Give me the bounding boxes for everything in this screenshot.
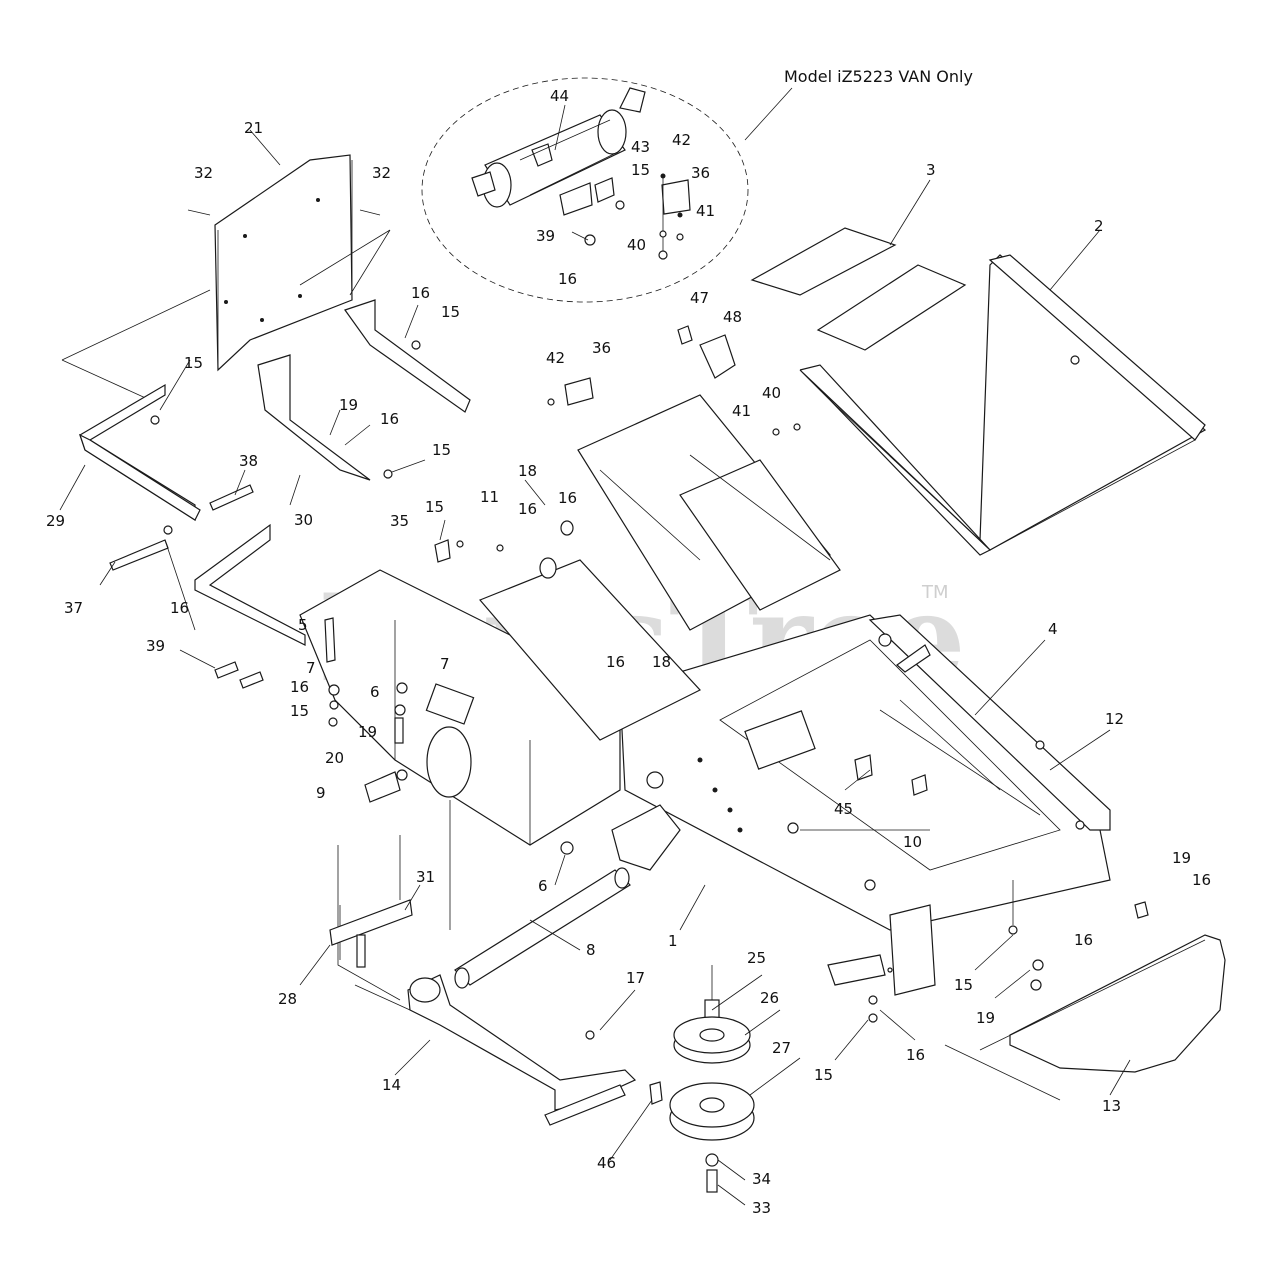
- muffler-part: [471, 87, 646, 208]
- callout-label: 44: [550, 87, 569, 105]
- callout-label: 29: [46, 512, 65, 530]
- callout-label: 6: [538, 877, 548, 895]
- callout-label: 7: [306, 659, 316, 677]
- callout-label: 1: [668, 932, 678, 950]
- pivot-arm-part: [407, 974, 637, 1126]
- callout-label: 19: [358, 723, 377, 741]
- callout-label: 28: [278, 990, 297, 1008]
- callout-label: 42: [546, 349, 565, 367]
- brace-part: [329, 899, 413, 968]
- callout-label: 27: [772, 1039, 791, 1057]
- callout-label: 7: [440, 655, 450, 673]
- callout-label: 16: [1192, 871, 1211, 889]
- callout-label: 18: [652, 653, 671, 671]
- seat-pan-part: [799, 254, 1207, 556]
- callout-label: 5: [298, 616, 308, 634]
- callout-label: 16: [380, 410, 399, 428]
- cover-plate-part: [944, 934, 1226, 1101]
- callout-label: 10: [903, 833, 922, 851]
- callout-label: 3: [926, 161, 936, 179]
- callout-label: 32: [194, 164, 213, 182]
- callout-label: 19: [1172, 849, 1191, 867]
- callout-label: 16: [906, 1046, 925, 1064]
- callout-label: 36: [691, 164, 710, 182]
- callout-label: 45: [834, 800, 853, 818]
- muffler-bracket-parts: [559, 177, 625, 246]
- leader-lines: [59, 104, 1131, 1206]
- callout-label: 41: [732, 402, 751, 420]
- callout-label: 21: [244, 119, 263, 137]
- callout-label: 26: [760, 989, 779, 1007]
- callout-label: 39: [146, 637, 165, 655]
- callout-label: 37: [64, 599, 83, 617]
- inset-note-leader: [744, 87, 793, 141]
- callout-label: 16: [170, 599, 189, 617]
- bracket-right-part: [344, 299, 471, 413]
- callout-label: 38: [239, 452, 258, 470]
- callout-label: 16: [290, 678, 309, 696]
- inset-boundary: [421, 77, 749, 303]
- callout-label: 40: [627, 236, 646, 254]
- callout-label: 25: [747, 949, 766, 967]
- callout-label: 16: [518, 500, 537, 518]
- watermark-trademark: TM: [921, 582, 949, 603]
- callout-label: 47: [690, 289, 709, 307]
- muffler-hardware-parts: [658, 173, 691, 260]
- callout-label: 39: [536, 227, 555, 245]
- callout-label: 41: [696, 202, 715, 220]
- callout-label: 20: [325, 749, 344, 767]
- callout-label: 34: [752, 1170, 771, 1188]
- callout-label: 33: [752, 1199, 771, 1217]
- callout-label: 43: [631, 138, 650, 156]
- inset-model-note: Model iZ5223 VAN Only: [784, 67, 973, 86]
- callout-label: 19: [339, 396, 358, 414]
- callout-label: 15: [954, 976, 973, 994]
- callout-label: 8: [586, 941, 596, 959]
- callout-label: 16: [558, 270, 577, 288]
- callout-label: 16: [558, 489, 577, 507]
- callout-label: 16: [1074, 931, 1093, 949]
- callout-label: 36: [592, 339, 611, 357]
- bracket-center-part: [257, 354, 371, 481]
- side-panel-part: [187, 154, 381, 372]
- callout-label: 30: [294, 511, 313, 529]
- callout-label: 14: [382, 1076, 401, 1094]
- callout-label: 15: [631, 161, 650, 179]
- callout-label: 35: [390, 512, 409, 530]
- side-plate-part: [194, 523, 306, 646]
- callout-label: 4: [1048, 620, 1058, 638]
- callout-label: 16: [606, 653, 625, 671]
- callout-label: 46: [597, 1154, 616, 1172]
- callout-label: 15: [290, 702, 309, 720]
- callout-label: 12: [1105, 710, 1124, 728]
- callout-label: 13: [1102, 1097, 1121, 1115]
- callout-label: 16: [411, 284, 430, 302]
- callout-label: 2: [1094, 217, 1104, 235]
- inset-muffler-group: Model iZ5223 VAN Only: [421, 67, 973, 303]
- callout-label: 40: [762, 384, 781, 402]
- callout-label: 6: [370, 683, 380, 701]
- pulley-parts: [649, 965, 755, 1193]
- callout-label: 15: [432, 441, 451, 459]
- frame-hardware-parts: [109, 325, 1149, 1023]
- callout-label: 18: [518, 462, 537, 480]
- callout-labels: 44 42 43 15 36 41 39 40 16 21 32 32 3 2 …: [46, 87, 1211, 1217]
- callout-label: 11: [480, 488, 499, 506]
- callout-label: 15: [814, 1066, 833, 1084]
- callout-label: 19: [976, 1009, 995, 1027]
- callout-label: 15: [425, 498, 444, 516]
- callout-label: 42: [672, 131, 691, 149]
- callout-label: 9: [316, 784, 326, 802]
- bracket-left-part: [78, 383, 201, 522]
- callout-label: 32: [372, 164, 391, 182]
- callout-label: 15: [441, 303, 460, 321]
- callout-label: 15: [184, 354, 203, 372]
- callout-label: 17: [626, 969, 645, 987]
- seat-pad-parts: [750, 227, 967, 351]
- callout-label: 48: [723, 308, 742, 326]
- callout-label: 31: [416, 868, 435, 886]
